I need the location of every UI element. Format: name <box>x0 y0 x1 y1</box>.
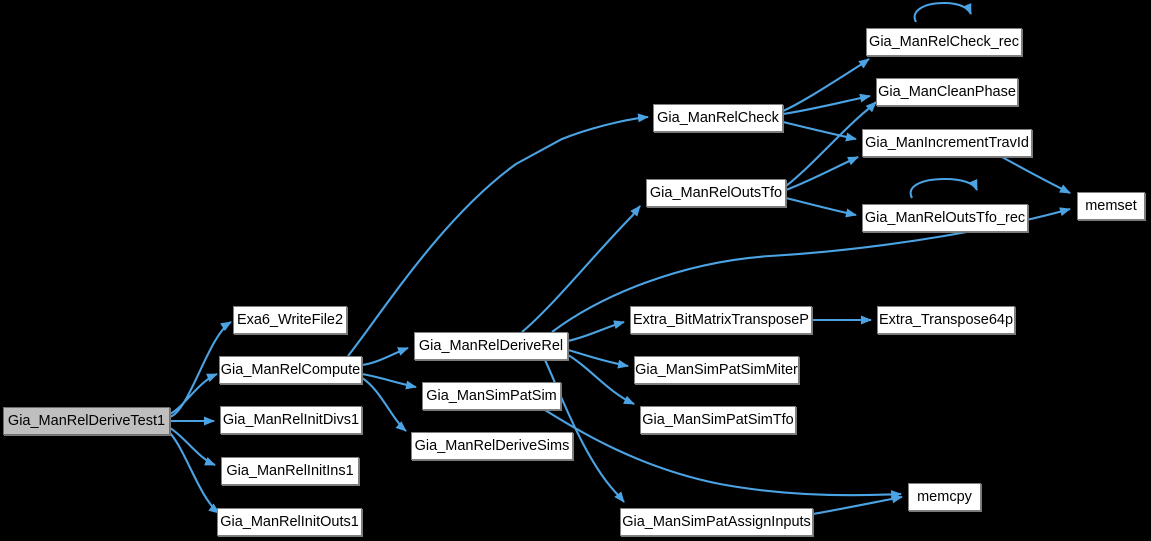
graph-node-label: Gia_ManRelCheck <box>657 110 779 126</box>
graph-edge-n10-to-n18 <box>785 196 857 218</box>
graph-node-extra-bitmatrixtransposep[interactable]: Extra_BitMatrixTransposeP <box>630 306 812 334</box>
graph-node-label: Gia_ManSimPatSim <box>426 388 557 404</box>
graph-edge-n6-to-n11 <box>567 320 625 343</box>
graph-node-label: Extra_BitMatrixTransposeP <box>633 312 809 328</box>
graph-edge-n15-to-n15 <box>913 1 972 23</box>
graph-node-gia-manrelinitins1[interactable]: Gia_ManRelInitIns1 <box>221 457 359 485</box>
graph-node-label: Gia_ManRelCheck_rec <box>869 34 1019 50</box>
graph-edge-n10-to-n16 <box>785 101 877 187</box>
graph-node-label: Gia_ManRelInitDivs1 <box>222 412 360 428</box>
graph-edge-n10-to-n17 <box>785 156 859 191</box>
graph-node-label: Gia_ManSimPatSimTfo <box>642 412 794 428</box>
graph-node-gia-mansimpatassigninputs[interactable]: Gia_ManSimPatAssignInputs <box>620 508 813 536</box>
graph-node-label: Gia_ManRelOutsTfo <box>649 185 783 201</box>
graph-edge-n0-to-n2 <box>169 373 218 415</box>
graph-edge-n2-to-n8 <box>361 377 407 432</box>
graph-edge-n17-to-n20 <box>1001 156 1071 194</box>
graph-node-gia-manrelinitdivs1[interactable]: Gia_ManRelInitDivs1 <box>220 406 362 434</box>
graph-node-exa6-writefile2[interactable]: Exa6_WriteFile2 <box>233 306 347 334</box>
graph-edge-n14-to-n21 <box>812 494 903 516</box>
graph-node-label: Gia_ManIncrementTravId <box>865 135 1029 151</box>
graph-edge-n18-to-n18 <box>909 177 978 199</box>
graph-node-gia-mansimpatsimtfo[interactable]: Gia_ManSimPatSimTfo <box>640 406 796 434</box>
graph-node-gia-manrelderivetest1[interactable]: Gia_ManRelDeriveTest1 <box>3 407 170 435</box>
graph-node-label: memcpy <box>917 489 972 505</box>
graph-edge-n2-to-n9 <box>347 113 649 357</box>
graph-node-label: Gia_ManRelDeriveTest1 <box>7 413 166 429</box>
graph-edge-n0-to-n1 <box>169 321 232 418</box>
graph-node-label: memset <box>1085 198 1137 214</box>
graph-node-label: Gia_ManRelCompute <box>220 362 361 378</box>
graph-node-gia-manrelderiverel[interactable]: Gia_ManRelDeriveRel <box>414 332 568 360</box>
graph-node-label: Gia_ManRelInitOuts1 <box>220 514 359 530</box>
graph-node-gia-manrelcheck-rec[interactable]: Gia_ManRelCheck_rec <box>866 28 1022 56</box>
graph-edge-n9-to-n16 <box>782 93 871 116</box>
graph-edge-n6-to-n13 <box>567 354 635 405</box>
graph-node-label: Gia_ManRelOutsTfo_rec <box>864 210 1026 226</box>
graph-edge-n0-to-n4 <box>169 427 216 466</box>
graph-edge-n9-to-n17 <box>782 120 857 142</box>
graph-node-gia-mansimpatsim[interactable]: Gia_ManSimPatSim <box>422 382 561 410</box>
graph-edge-n2-to-n6 <box>361 347 409 367</box>
graph-edge-n7-to-n21 <box>544 409 902 499</box>
graph-node-gia-manreloutstfo-rec[interactable]: Gia_ManRelOutsTfo_rec <box>862 204 1028 232</box>
graph-edge-n0-to-n5 <box>169 432 220 514</box>
graph-node-label: Gia_ManRelDeriveSims <box>414 438 570 454</box>
graph-edge-n9-to-n15 <box>782 58 870 112</box>
graph-node-gia-manrelinitouts1[interactable]: Gia_ManRelInitOuts1 <box>217 508 362 536</box>
graph-edge-n6-to-n14 <box>544 359 625 503</box>
graph-node-memcpy[interactable]: memcpy <box>908 483 981 511</box>
graph-node-label: Extra_Transpose64p <box>878 312 1014 328</box>
graph-node-memset[interactable]: memset <box>1077 192 1145 220</box>
graph-edge-n6-to-n10 <box>521 205 641 333</box>
graph-node-gia-manrelderivesims[interactable]: Gia_ManRelDeriveSims <box>411 432 573 460</box>
graph-node-gia-manreloutstfo[interactable]: Gia_ManRelOutsTfo <box>646 179 786 207</box>
graph-node-gia-mansimpatsimmiter[interactable]: Gia_ManSimPatSimMiter <box>634 356 799 384</box>
graph-node-extra-transpose64p[interactable]: Extra_Transpose64p <box>877 306 1015 334</box>
graph-edge-n2-to-n7 <box>361 372 417 390</box>
graph-node-gia-manincrementtravid[interactable]: Gia_ManIncrementTravId <box>862 129 1032 157</box>
graph-node-gia-manrelcompute[interactable]: Gia_ManRelCompute <box>219 356 362 384</box>
graph-node-label: Gia_ManSimPatAssignInputs <box>622 514 811 530</box>
graph-node-label: Gia_ManRelInitIns1 <box>226 463 354 479</box>
graph-node-label: Gia_ManSimPatSimMiter <box>635 362 798 378</box>
graph-node-label: Gia_ManRelDeriveRel <box>418 338 564 354</box>
graph-edge-n6-to-n12 <box>567 348 629 369</box>
graph-node-gia-manrelcheck[interactable]: Gia_ManRelCheck <box>653 104 783 132</box>
graph-node-label: Exa6_WriteFile2 <box>236 312 344 328</box>
graph-node-label: Gia_ManCleanPhase <box>878 84 1016 100</box>
graph-node-gia-mancleanphase[interactable]: Gia_ManCleanPhase <box>876 78 1018 106</box>
